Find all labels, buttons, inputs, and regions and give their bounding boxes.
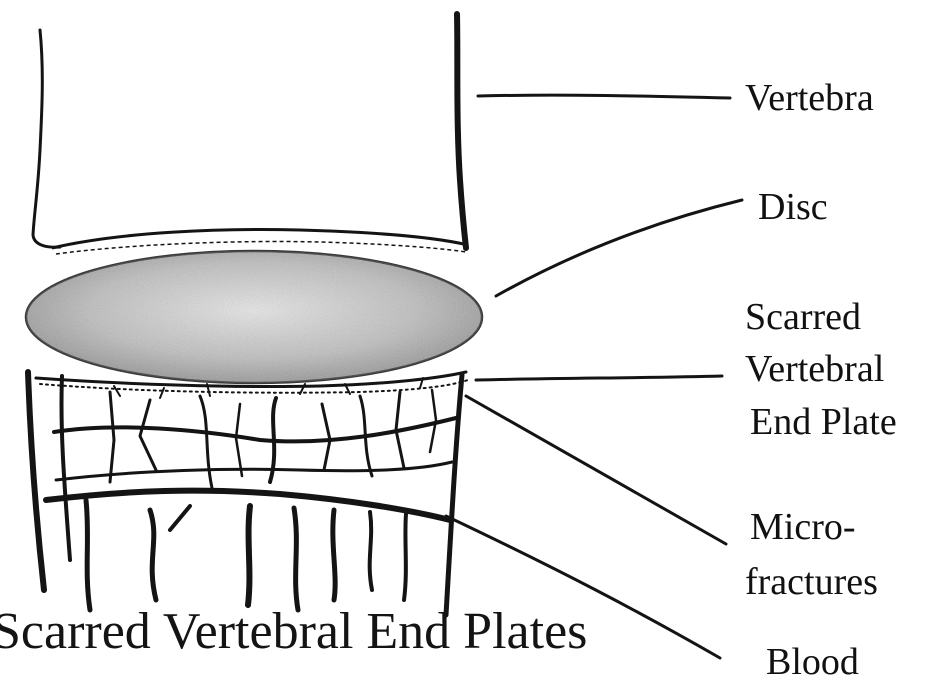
- leader-lines: [446, 95, 742, 658]
- disc-shape: [26, 251, 482, 383]
- label-blood: Blood: [766, 640, 859, 684]
- label-end-plate-line1: Scarred: [745, 295, 861, 339]
- label-micro-line2: fractures: [745, 560, 878, 604]
- label-vertebra: Vertebra: [745, 76, 874, 120]
- label-end-plate-line3: End Plate: [750, 400, 897, 444]
- label-end-plate-line2: Vertebral: [745, 347, 884, 391]
- lower-vertebra: [28, 372, 462, 615]
- leader-disc: [496, 200, 742, 296]
- label-disc: Disc: [758, 185, 828, 229]
- leader-microfractures: [466, 396, 726, 544]
- caption-text: Scarred Vertebral End Plates: [0, 603, 587, 660]
- label-micro-line1: Micro-: [750, 505, 856, 549]
- upper-vertebra: [33, 14, 466, 248]
- leader-end-plate: [476, 376, 722, 380]
- leader-vertebra: [478, 95, 730, 98]
